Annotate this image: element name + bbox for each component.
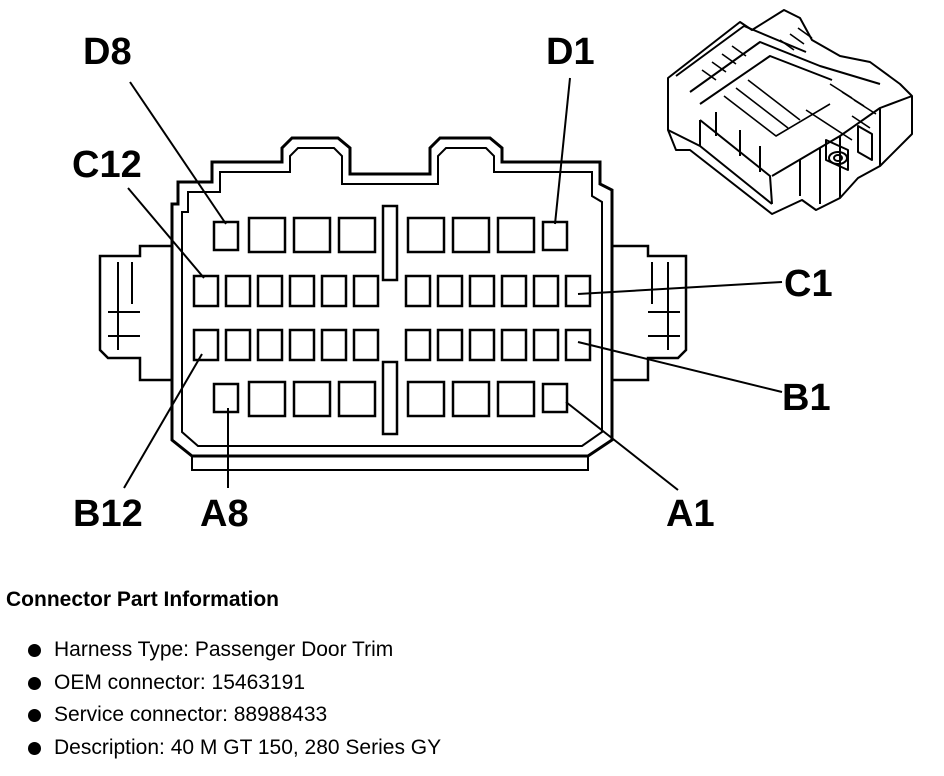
cavity-c-right-1	[436, 274, 464, 308]
cavity-d1	[541, 220, 569, 252]
label-a1: A1	[666, 493, 715, 535]
cavity-c-left-0	[192, 274, 220, 308]
cavity-d-left-2	[337, 216, 377, 254]
connector-diagram: D8 D1 C12 C1 B1 B12 A8 A1	[72, 9, 913, 535]
list-item: OEM connector: 15463191	[28, 667, 906, 700]
cavity-d-right-0	[406, 216, 446, 254]
cavity-b-left-1	[224, 328, 252, 362]
connector-face-view	[98, 136, 688, 471]
cavity-b-right-4	[532, 328, 560, 362]
cavity-a-right-2	[496, 380, 536, 418]
leader-a1	[565, 401, 679, 491]
cavity-d8	[212, 220, 240, 252]
leader-d8	[129, 81, 227, 225]
cavity-c-left-5	[352, 274, 380, 308]
cavity-c-right-3	[500, 274, 528, 308]
leader-c1	[577, 281, 783, 295]
cavity-c-right-2	[468, 274, 496, 308]
cavity-a-left-0	[247, 380, 287, 418]
cavity-c-left-2	[256, 274, 284, 308]
cavity-a-left-1	[292, 380, 332, 418]
center-key-bottom	[381, 360, 399, 436]
cavity-c-left-3	[288, 274, 316, 308]
list-item: Service connector: 88988433	[28, 699, 906, 732]
label-d8: D8	[83, 31, 132, 73]
cavity-d-right-1	[451, 216, 491, 254]
pin-labels: D8 D1 C12 C1 B1 B12 A8 A1	[72, 31, 833, 535]
cavity-c-left-4	[320, 274, 348, 308]
cavity-a8	[212, 382, 240, 414]
cavity-c-right-5	[564, 274, 592, 308]
info-list: Harness Type: Passenger Door Trim OEM co…	[6, 634, 906, 764]
leader-c12	[127, 187, 205, 279]
iso-outline	[667, 9, 913, 215]
right-latch-detail	[648, 262, 680, 350]
connector-3d-view	[667, 9, 913, 215]
cavity-d-right-2	[496, 216, 536, 254]
label-b12: B12	[73, 493, 143, 535]
leader-b1	[577, 341, 783, 393]
cavity-d-left-1	[292, 216, 332, 254]
connector-part-information: Connector Part Information Harness Type:…	[6, 588, 906, 764]
label-d1: D1	[546, 31, 595, 73]
iso-side-face	[771, 95, 913, 204]
label-c1: C1	[784, 263, 833, 305]
iso-pin-inner	[833, 154, 843, 162]
iso-channels	[723, 79, 871, 141]
info-title: Connector Part Information	[6, 588, 280, 611]
right-latch	[612, 244, 688, 382]
left-latch	[98, 244, 172, 382]
leader-b12	[123, 353, 203, 489]
cavity-a-right-1	[451, 380, 491, 418]
cavity-b-left-3	[288, 328, 316, 362]
bottom-foot	[191, 456, 589, 471]
iso-ribs	[701, 27, 877, 115]
cavity-c-left-1	[224, 274, 252, 308]
left-latch-detail	[108, 262, 140, 350]
cavity-c-right-0	[404, 274, 432, 308]
list-item: Harness Type: Passenger Door Trim	[28, 634, 906, 667]
leader-lines	[123, 77, 783, 491]
list-item: Description: 40 M GT 150, 280 Series GY	[28, 732, 906, 765]
cavity-b-right-0	[404, 328, 432, 362]
housing-inner-outline	[181, 147, 603, 447]
iso-front-face	[667, 112, 773, 205]
cavity-a-right-0	[406, 380, 446, 418]
cavity-c-right-4	[532, 274, 560, 308]
cavity-a1	[541, 382, 569, 414]
cavity-b-right-1	[436, 328, 464, 362]
cavity-a-left-2	[337, 380, 377, 418]
cavity-b-right-3	[500, 328, 528, 362]
pin-cavities	[192, 216, 592, 418]
label-c12: C12	[72, 144, 142, 186]
label-b1: B1	[782, 377, 831, 419]
cavity-b-right-5	[564, 328, 592, 362]
label-a8: A8	[200, 493, 249, 535]
center-key-top	[381, 204, 399, 282]
cavity-b-left-4	[320, 328, 348, 362]
cavity-b-left-0	[192, 328, 220, 362]
cavity-b-left-2	[256, 328, 284, 362]
cavity-d-left-0	[247, 216, 287, 254]
leader-d1	[554, 77, 571, 225]
cavity-b-left-5	[352, 328, 380, 362]
iso-top-face	[675, 25, 881, 105]
cavity-b-right-2	[468, 328, 496, 362]
iso-latch	[825, 125, 873, 171]
